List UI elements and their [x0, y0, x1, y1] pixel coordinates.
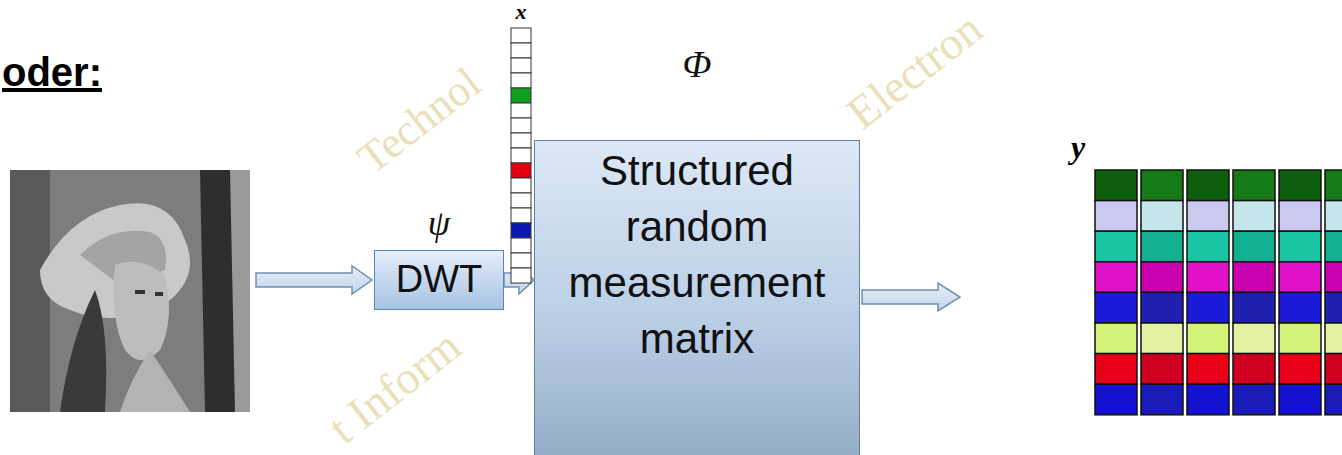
- vector-cell: [511, 223, 531, 238]
- vector-cell: [511, 73, 531, 88]
- matrix-cell: [1095, 231, 1137, 262]
- matrix-cell: [1279, 262, 1321, 293]
- matrix-cell: [1233, 292, 1275, 323]
- matrix-cell: [1233, 262, 1275, 293]
- matrix-cell: [1095, 354, 1137, 385]
- matrix-cell: [1187, 231, 1229, 262]
- matrix-cell: [1279, 231, 1321, 262]
- vector-cell: [511, 148, 531, 163]
- matrix-cell: [1187, 354, 1229, 385]
- matrix-cell: [1187, 170, 1229, 201]
- vector-cell: [511, 253, 531, 268]
- matrix-cell: [1233, 384, 1275, 415]
- measurement-matrix: [1095, 170, 1342, 415]
- matrix-cell: [1187, 262, 1229, 293]
- vector-symbol: x: [516, 0, 527, 24]
- matrix-cell: [1095, 170, 1137, 201]
- input-arrow: [256, 266, 372, 294]
- matrix-cell: [1325, 323, 1342, 354]
- matrix-cell: [1325, 384, 1342, 415]
- matrix-cell: [1325, 354, 1342, 385]
- vector-cell: [511, 43, 531, 58]
- matrix-cell: [1141, 323, 1183, 354]
- matrix-cell: [1233, 323, 1275, 354]
- vector-cell: [511, 118, 531, 133]
- matrix-cell: [1095, 262, 1137, 293]
- vector-cell: [511, 28, 531, 43]
- matrix-cell: [1141, 384, 1183, 415]
- vector-cell: [511, 163, 531, 178]
- matrix-cell: [1279, 384, 1321, 415]
- matrix-cell: [1095, 201, 1137, 232]
- box-text: DWT: [375, 251, 503, 302]
- matrix-cell: [1325, 201, 1342, 232]
- symbol-heading: ψ: [375, 205, 503, 241]
- matrix-cell: [1233, 231, 1275, 262]
- matrix-cell: [1187, 384, 1229, 415]
- matrix-cell: [1325, 292, 1342, 323]
- matrix-cell: [1187, 323, 1229, 354]
- box-text: Structured random measurement matrix: [535, 141, 859, 366]
- vector-cell: [511, 58, 531, 73]
- vector-cell: [511, 178, 531, 193]
- matrix-cell: [1279, 201, 1321, 232]
- matrix-cell: [1141, 354, 1183, 385]
- output-arrow: [862, 283, 960, 311]
- matrix-cell: [1095, 384, 1137, 415]
- vector-cell: [511, 268, 531, 283]
- matrix-cell: [1325, 170, 1342, 201]
- lena-photo: [10, 170, 250, 412]
- vector-cell: [511, 88, 531, 103]
- matrix-cell: [1233, 201, 1275, 232]
- matrix-cell: [1141, 292, 1183, 323]
- matrix-cell: [1279, 170, 1321, 201]
- vector-cell: [511, 208, 531, 223]
- matrix-cell: [1141, 231, 1183, 262]
- section-heading: oder:: [2, 50, 102, 94]
- matrix-cell: [1325, 262, 1342, 293]
- matrix-cell: [1279, 323, 1321, 354]
- vector-cell: [511, 103, 531, 118]
- transform-box: ψDWT: [374, 250, 504, 310]
- matrix-cell: [1233, 170, 1275, 201]
- measurement-box: ΦStructured random measurement matrix: [534, 140, 860, 455]
- matrix-cell: [1279, 292, 1321, 323]
- matrix-cell: [1187, 201, 1229, 232]
- matrix-cell: [1325, 231, 1342, 262]
- watermark: Technol: [350, 58, 491, 183]
- vector-cell: [511, 133, 531, 148]
- vector-symbol: y: [1071, 130, 1085, 165]
- symbol-heading: Φ: [535, 45, 859, 83]
- matrix-cell: [1141, 201, 1183, 232]
- matrix-cell: [1187, 292, 1229, 323]
- sparse-vector: [511, 28, 531, 283]
- matrix-cell: [1233, 354, 1275, 385]
- watermark: Electron: [838, 3, 992, 139]
- vector-cell: [511, 193, 531, 208]
- matrix-cell: [1279, 354, 1321, 385]
- matrix-cell: [1095, 323, 1137, 354]
- block-arrow: [504, 266, 534, 294]
- vector-cell: [511, 238, 531, 253]
- matrix-cell: [1141, 262, 1183, 293]
- watermark: t Inform: [320, 320, 471, 453]
- matrix-cell: [1095, 292, 1137, 323]
- matrix-cell: [1141, 170, 1183, 201]
